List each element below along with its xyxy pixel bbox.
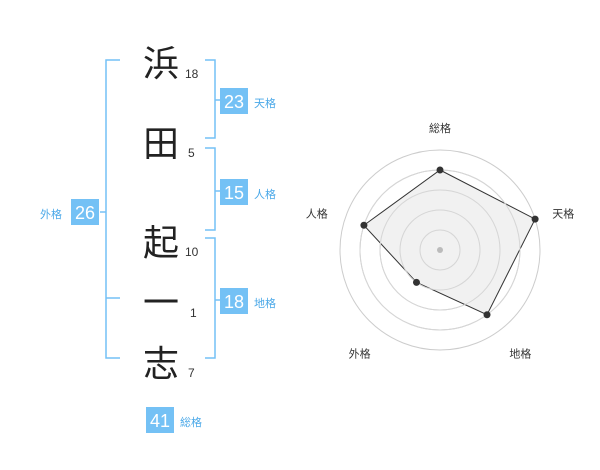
name-char-1: 浜 [143,44,179,85]
chikaku-label: 地格 [254,296,276,310]
radar-point-1 [436,166,444,174]
chikaku-bracket [205,237,216,359]
soukaku-label: 総格 [180,415,202,429]
stroke-count-4: 1 [190,306,197,320]
jinkaku-badge: 15 人格 [220,179,276,205]
stroke-count-1: 18 [185,67,199,81]
radar-point-2 [531,215,539,223]
radar-point-4 [412,278,420,286]
radar-point-3 [483,311,491,319]
soukaku-badge: 41 総格 [146,407,202,433]
radar-axis-label-4: 外格 [349,346,371,360]
gaikaku-value-box [71,199,99,225]
tenkaku-value-box [220,88,248,114]
radar-inner-ring-1 [419,229,461,271]
stroke-count-3: 10 [185,245,199,259]
radar-center-dot [437,247,443,253]
brackets [100,59,220,359]
radar-axis-label-3: 地格 [509,346,531,360]
stroke-counts: 18 5 10 1 7 [185,67,199,380]
gaikaku-value: 26 [75,203,95,223]
stroke-count-5: 7 [188,366,195,380]
soukaku-value-box [146,407,174,433]
radar-data-polygon [363,169,536,316]
radar-inner-ring-2 [399,209,481,291]
tenkaku-bracket [205,59,216,139]
name-char-4: 一 [143,283,179,324]
tenkaku-value: 23 [224,92,244,112]
chikaku-badge: 18 地格 [220,288,276,314]
tenkaku-badge: 23 天格 [220,88,276,114]
radar-grid-ring-5 [339,149,541,351]
name-char-3: 起 [143,223,179,264]
tenkaku-label: 天格 [254,96,276,110]
jinkaku-bracket [205,147,216,231]
stroke-count-2: 5 [188,146,195,160]
name-char-5: 志 [143,344,179,385]
radar-axis-label-5: 人格 [306,207,328,221]
gaikaku-label: 外格 [40,207,62,221]
name-characters: 浜 田 起 一 志 [143,44,179,385]
gaikaku-bracket [105,59,120,359]
radar-point-5 [360,221,368,229]
gaikaku-badge: 外格 26 [40,199,99,225]
radar-axis-label-1: 総格 [429,121,451,135]
chikaku-value: 18 [224,292,244,312]
soukaku-value: 41 [150,411,170,431]
jinkaku-label: 人格 [254,187,276,201]
radar-axis-label-2: 天格 [552,207,574,221]
radar-inner-ring-3 [379,189,501,311]
jinkaku-value: 15 [224,183,244,203]
name-char-2: 田 [143,124,179,165]
jinkaku-value-box [220,179,248,205]
chikaku-value-box [220,288,248,314]
